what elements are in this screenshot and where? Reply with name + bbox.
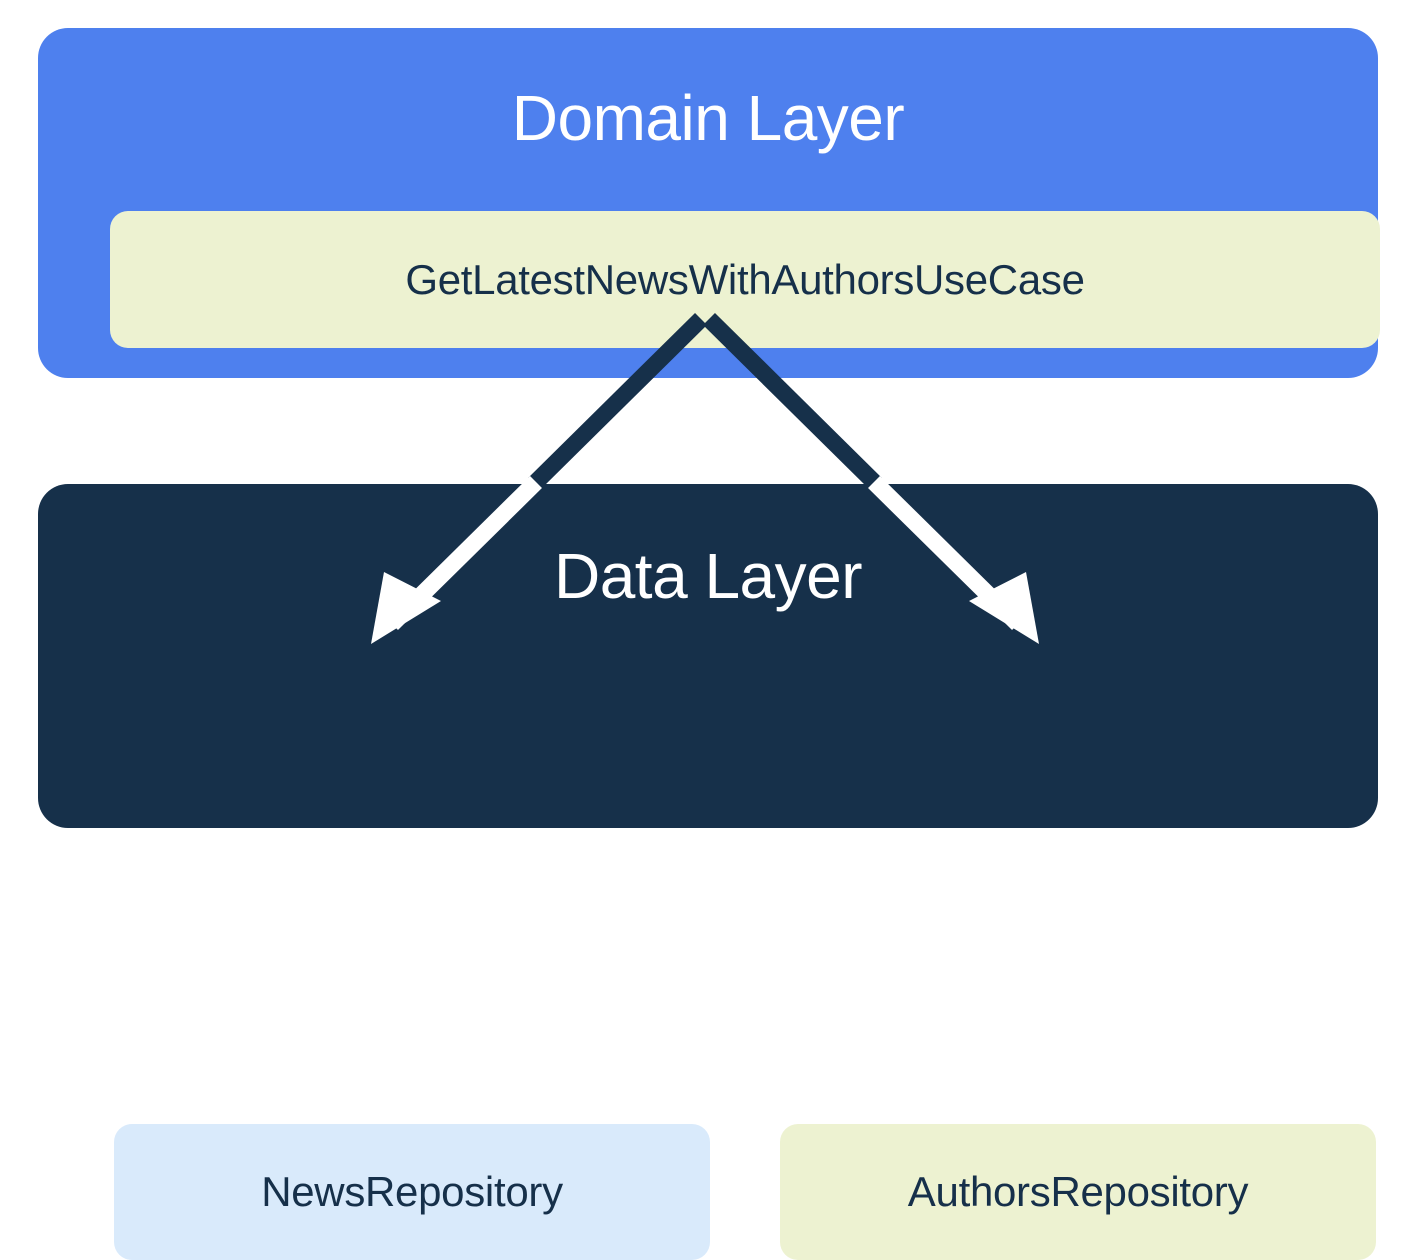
- component-label-get-latest-news-with-authors-usecase: GetLatestNewsWithAuthorsUseCase: [405, 255, 1085, 303]
- component-box-authors-repository[interactable]: AuthorsRepository: [780, 1124, 1376, 1260]
- component-box-news-repository[interactable]: NewsRepository: [114, 1124, 710, 1260]
- architecture-diagram: Domain Layer GetLatestNewsWithAuthorsUse…: [38, 28, 1380, 1260]
- data-layer-title: Data Layer: [553, 540, 863, 612]
- data-layer-panel: Data Layer NewsRepository AuthorsReposit…: [38, 484, 1378, 1260]
- component-label-news-repository: NewsRepository: [261, 1168, 563, 1215]
- domain-layer-panel: Domain Layer GetLatestNewsWithAuthorsUse…: [38, 28, 1380, 378]
- component-label-authors-repository: AuthorsRepository: [907, 1168, 1249, 1215]
- domain-layer-title: Domain Layer: [511, 82, 905, 154]
- component-box-get-latest-news-with-authors-usecase[interactable]: GetLatestNewsWithAuthorsUseCase: [110, 211, 1380, 348]
